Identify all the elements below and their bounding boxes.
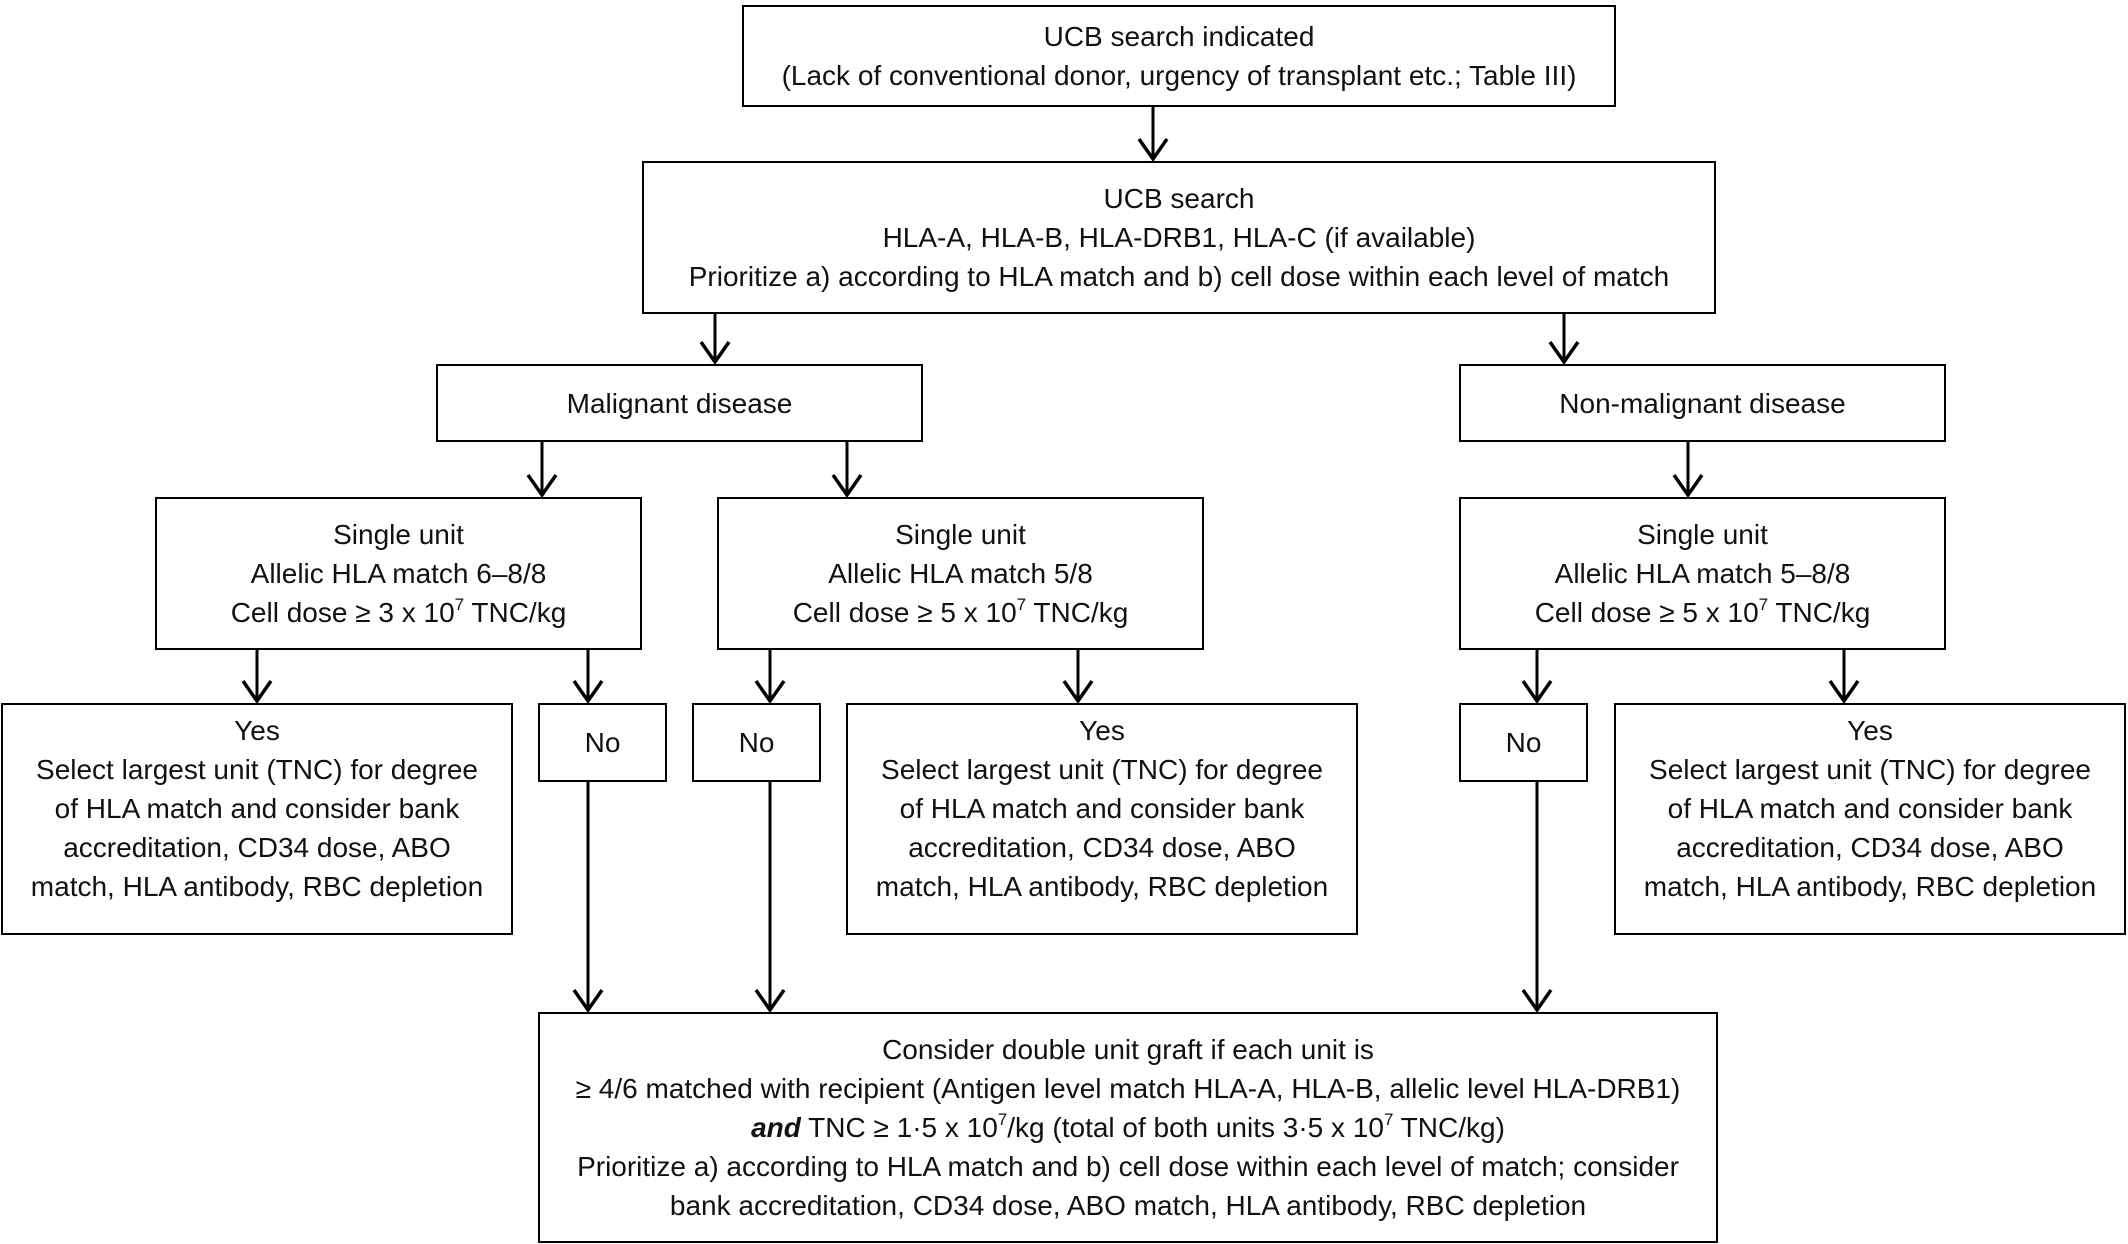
arrow-search-to-malignant-head <box>699 340 731 366</box>
arrow-single-b-to-no-head <box>754 679 786 705</box>
arrow-no-b-to-double-head <box>754 988 786 1014</box>
no-box-middle: No <box>692 703 821 782</box>
single-unit-cell-dose: Cell dose ≥ 5 x 107 TNC/kg <box>1535 593 1871 632</box>
arrow-single-c-to-yes <box>1828 650 1860 705</box>
ucb-search-indicated-reasons: (Lack of conventional donor, urgency of … <box>781 60 1577 91</box>
tnc-text: /kg (total of both units 3·5 x 10 <box>1007 1112 1384 1143</box>
cell-dose-text: Cell dose ≥ 3 x 10 <box>230 597 455 628</box>
arrow-search-to-nonmalignant <box>1548 314 1580 366</box>
double-unit-graft-box: Consider double unit graft if each unit … <box>538 1012 1718 1243</box>
yes-select-box-middle: Yes Select largest unit (TNC) for degree… <box>846 703 1358 935</box>
yes-text-line: accreditation, CD34 dose, ABO <box>1676 832 2064 863</box>
cell-dose-text: Cell dose ≥ 5 x 10 <box>792 597 1017 628</box>
yes-select-box-left: Yes Select largest unit (TNC) for degree… <box>1 703 513 935</box>
arrow-single-c-to-no-head <box>1521 679 1553 705</box>
arrow-no-c-to-double-head <box>1521 988 1553 1014</box>
double-unit-line: ≥ 4/6 matched with recipient (Antigen le… <box>575 1073 1681 1104</box>
arrow-single-b-to-no <box>754 650 786 705</box>
tnc-text: TNC/kg) <box>1393 1112 1505 1143</box>
arrow-no-a-to-double-head <box>572 988 604 1014</box>
no-label: No <box>584 727 621 758</box>
cell-dose-unit: TNC/kg <box>1026 597 1129 628</box>
non-malignant-disease-label: Non-malignant disease <box>1559 387 1846 419</box>
arrow-single-b-to-yes <box>1062 650 1094 705</box>
yes-label: Yes <box>1847 715 1893 746</box>
ucb-search-box: UCB search HLA-A, HLA-B, HLA-DRB1, HLA-C… <box>642 161 1716 314</box>
arrow-single-c-to-no <box>1521 650 1553 705</box>
single-unit-title: Single unit <box>333 519 464 550</box>
cell-dose-exponent: 7 <box>1016 594 1027 614</box>
single-unit-cell-dose: Cell dose ≥ 3 x 107 TNC/kg <box>231 593 567 632</box>
ucb-search-hla-loci: HLA-A, HLA-B, HLA-DRB1, HLA-C (if availa… <box>882 222 1476 253</box>
yes-text-line: match, HLA antibody, RBC depletion <box>875 871 1329 902</box>
arrow-no-c-to-double <box>1521 782 1553 1014</box>
arrow-malignant-to-single-a <box>526 442 558 499</box>
arrow-indicated-to-search-head <box>1137 137 1169 163</box>
yes-text-line: accreditation, CD34 dose, ABO <box>63 832 451 863</box>
tnc-text: TNC ≥ 1·5 x 10 <box>800 1112 998 1143</box>
yes-text-line: Select largest unit (TNC) for degree <box>881 754 1323 785</box>
arrow-single-a-to-yes-head <box>241 679 273 705</box>
yes-select-box-right: Yes Select largest unit (TNC) for degree… <box>1614 703 2126 935</box>
arrow-single-b-to-yes-head <box>1062 679 1094 705</box>
single-unit-box-6-8: Single unit Allelic HLA match 6–8/8 Cell… <box>155 497 642 650</box>
yes-text-line: Select largest unit (TNC) for degree <box>1649 754 2091 785</box>
arrow-malignant-to-single-b-head <box>831 473 863 499</box>
double-unit-line: bank accreditation, CD34 dose, ABO match… <box>669 1190 1587 1221</box>
single-unit-hla-match: Allelic HLA match 5/8 <box>828 558 1093 589</box>
single-unit-box-5-8: Single unit Allelic HLA match 5/8 Cell d… <box>717 497 1204 650</box>
yes-text-line: accreditation, CD34 dose, ABO <box>908 832 1296 863</box>
arrow-single-a-to-yes <box>241 650 273 705</box>
double-unit-tnc-line: and TNC ≥ 1·5 x 107/kg (total of both un… <box>751 1108 1505 1147</box>
yes-text-line: match, HLA antibody, RBC depletion <box>30 871 484 902</box>
ucb-search-prioritize: Prioritize a) according to HLA match and… <box>688 261 1670 292</box>
arrow-search-to-malignant <box>699 314 731 366</box>
arrow-malignant-to-single-a-head <box>526 473 558 499</box>
ucb-search-title: UCB search <box>1103 183 1255 214</box>
arrow-nonmalignant-to-single-c <box>1672 442 1704 499</box>
no-box-left: No <box>538 703 667 782</box>
non-malignant-disease-box: Non-malignant disease <box>1459 364 1946 442</box>
single-unit-hla-match: Allelic HLA match 5–8/8 <box>1554 558 1851 589</box>
yes-text-line: match, HLA antibody, RBC depletion <box>1643 871 2097 902</box>
single-unit-hla-match: Allelic HLA match 6–8/8 <box>250 558 547 589</box>
no-label: No <box>1505 727 1542 758</box>
yes-text-line: Select largest unit (TNC) for degree <box>36 754 478 785</box>
arrow-no-b-to-double <box>754 782 786 1014</box>
arrow-single-a-to-no <box>572 650 604 705</box>
and-emphasis: and <box>751 1112 801 1143</box>
malignant-disease-label: Malignant disease <box>566 387 793 419</box>
arrow-indicated-to-search <box>1137 107 1169 163</box>
arrow-nonmalignant-to-single-c-head <box>1672 473 1704 499</box>
arrow-no-a-to-double <box>572 782 604 1014</box>
double-unit-line: Consider double unit graft if each unit … <box>882 1034 1374 1065</box>
yes-label: Yes <box>234 715 280 746</box>
tnc-exponent: 7 <box>1383 1109 1394 1129</box>
no-label: No <box>738 727 775 758</box>
ucb-search-indicated-box: UCB search indicated (Lack of convention… <box>742 5 1616 107</box>
arrow-single-c-to-yes-head <box>1828 679 1860 705</box>
yes-text-line: of HLA match and consider bank <box>899 793 1305 824</box>
arrow-search-to-nonmalignant-head <box>1548 340 1580 366</box>
single-unit-cell-dose: Cell dose ≥ 5 x 107 TNC/kg <box>793 593 1129 632</box>
cell-dose-exponent: 7 <box>1758 594 1769 614</box>
arrow-single-a-to-no-head <box>572 679 604 705</box>
yes-text-line: of HLA match and consider bank <box>1667 793 2073 824</box>
single-unit-box-non-malignant: Single unit Allelic HLA match 5–8/8 Cell… <box>1459 497 1946 650</box>
arrow-malignant-to-single-b <box>831 442 863 499</box>
double-unit-line: Prioritize a) according to HLA match and… <box>577 1151 1679 1182</box>
cell-dose-text: Cell dose ≥ 5 x 10 <box>1534 597 1759 628</box>
no-box-right: No <box>1459 703 1588 782</box>
cell-dose-unit: TNC/kg <box>1768 597 1871 628</box>
single-unit-title: Single unit <box>1637 519 1768 550</box>
cell-dose-unit: TNC/kg <box>464 597 567 628</box>
single-unit-title: Single unit <box>895 519 1026 550</box>
yes-label: Yes <box>1079 715 1125 746</box>
ucb-search-indicated-title: UCB search indicated <box>1043 21 1315 52</box>
cell-dose-exponent: 7 <box>454 594 465 614</box>
tnc-exponent: 7 <box>997 1109 1008 1129</box>
yes-text-line: of HLA match and consider bank <box>54 793 460 824</box>
malignant-disease-box: Malignant disease <box>436 364 923 442</box>
